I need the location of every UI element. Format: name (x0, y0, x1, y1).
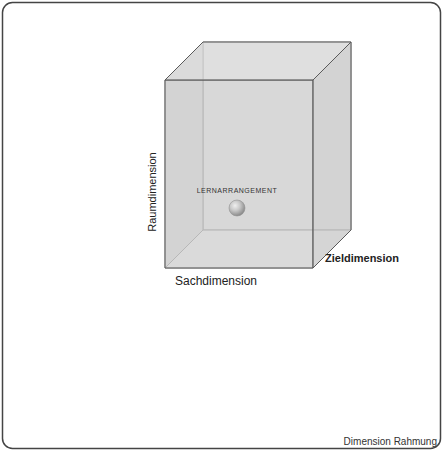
cube-front-face (165, 80, 313, 268)
axis-label: Sachdimension (175, 275, 257, 287)
axis-label: Zieldimension (325, 253, 399, 264)
cube-top-face (165, 42, 351, 80)
cube-right-face (313, 42, 351, 268)
outer-frame (3, 3, 441, 449)
sphere-caption: LERNARRANGEMENT (197, 187, 278, 194)
axis-label: Raumdimension (147, 152, 158, 231)
figure-note: Dimension Rahmung (344, 437, 437, 447)
